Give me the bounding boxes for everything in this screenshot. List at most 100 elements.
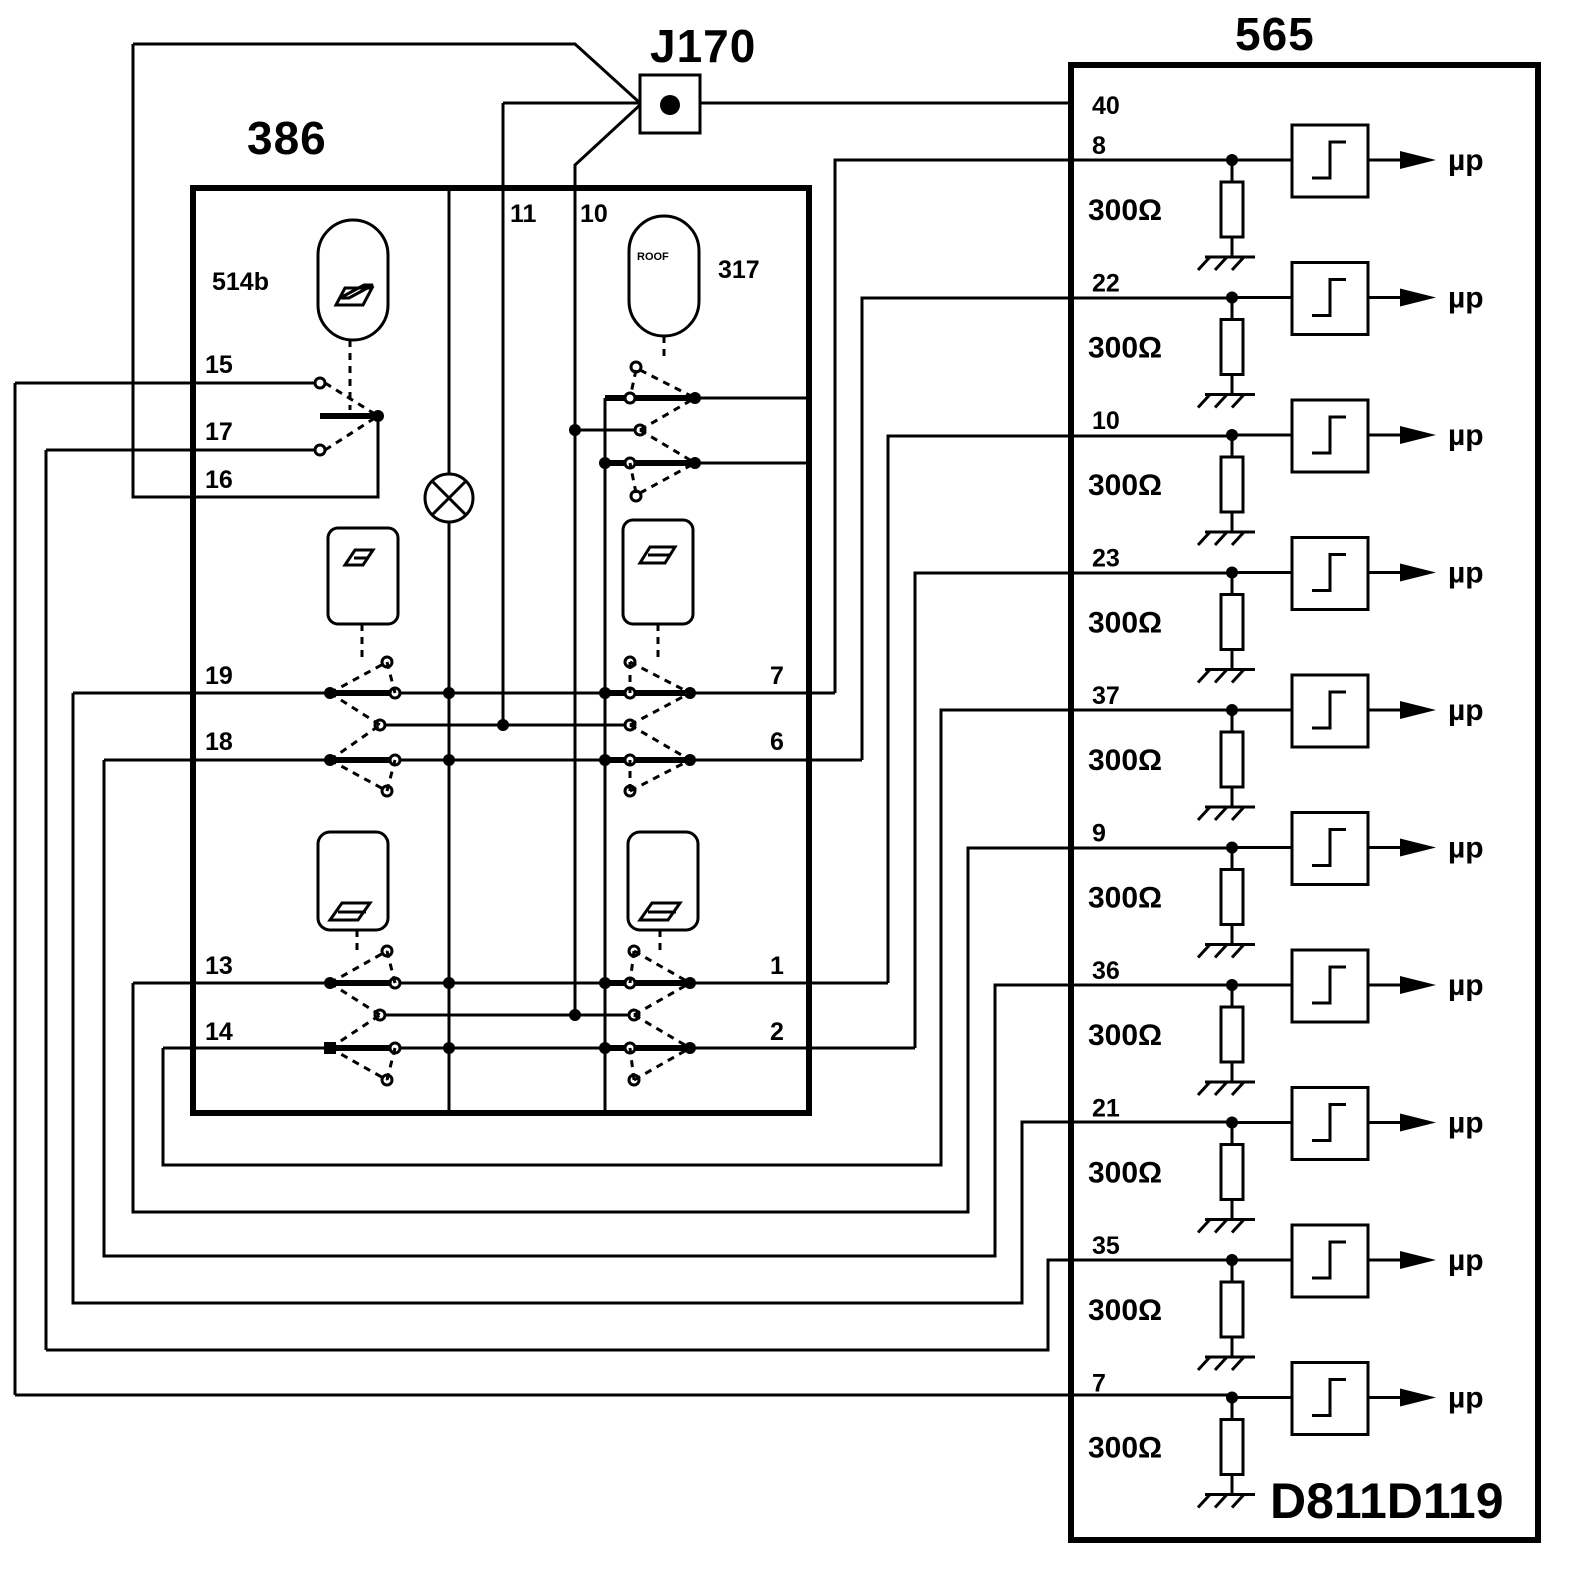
arrow-icon bbox=[1400, 1251, 1436, 1269]
schmitt-trigger-icon bbox=[1290, 948, 1370, 1024]
resistor-icon bbox=[1219, 455, 1245, 514]
microprocessor-output-label: µp bbox=[1448, 144, 1484, 177]
resistor-value-label: 300Ω bbox=[1088, 744, 1162, 777]
channel-pin-label: 10 bbox=[1092, 407, 1120, 435]
microprocessor-output-label: µp bbox=[1448, 1244, 1484, 1277]
pin-19: 19 bbox=[205, 662, 233, 690]
channel-pin-label: 23 bbox=[1092, 545, 1120, 573]
window-switch-icon bbox=[621, 518, 695, 626]
ground-icon bbox=[1196, 530, 1255, 547]
resistor-icon bbox=[1219, 1418, 1245, 1476]
resistor-icon bbox=[1219, 868, 1245, 926]
front-switch-contacts bbox=[73, 655, 862, 798]
ground-icon bbox=[1196, 1355, 1255, 1372]
microprocessor-output-label: µp bbox=[1448, 969, 1484, 1002]
resistor-value-label: 300Ω bbox=[1088, 332, 1162, 365]
microprocessor-output-label: µp bbox=[1448, 282, 1484, 315]
pin-7-left: 7 bbox=[770, 662, 784, 690]
input-channel: 22 300Ω µp bbox=[1088, 261, 1484, 409]
schmitt-trigger-icon bbox=[1290, 261, 1370, 336]
switch-module-box bbox=[190, 185, 812, 1116]
resistor-icon bbox=[1219, 593, 1245, 651]
arrow-icon bbox=[1400, 426, 1436, 444]
channel-pin-label: 7 bbox=[1092, 1370, 1106, 1398]
harness-wires bbox=[15, 158, 1232, 1397]
ground-icon bbox=[1196, 668, 1255, 684]
resistor-icon bbox=[1219, 1005, 1245, 1064]
ground-icon bbox=[1196, 1080, 1255, 1097]
resistor-value-label: 300Ω bbox=[1088, 1294, 1162, 1327]
schmitt-trigger-icon bbox=[1290, 398, 1370, 474]
arrow-icon bbox=[1400, 976, 1436, 994]
channel-pin-label: 35 bbox=[1092, 1232, 1120, 1260]
ground-icon bbox=[1196, 943, 1255, 959]
pin-16: 16 bbox=[205, 466, 233, 494]
microprocessor-output-label: µp bbox=[1448, 419, 1484, 452]
ground-icon bbox=[1196, 255, 1255, 272]
resistor-value-label: 300Ω bbox=[1088, 882, 1162, 915]
resistor-icon bbox=[1219, 1143, 1245, 1201]
control-unit-box bbox=[1068, 62, 1541, 1543]
resistor-value-label: 300Ω bbox=[1088, 194, 1162, 227]
part-code-label: D811D119 bbox=[1270, 1473, 1504, 1529]
arrow-icon bbox=[1400, 563, 1436, 582]
microprocessor-output-label: µp bbox=[1448, 832, 1484, 865]
schmitt-trigger-icon bbox=[1290, 123, 1370, 199]
schmitt-trigger-icon bbox=[1290, 1086, 1370, 1161]
supply-pin-11: 11 bbox=[510, 200, 537, 228]
channel-pin-label: 9 bbox=[1092, 820, 1106, 848]
rear-switch-contacts bbox=[133, 944, 915, 1087]
ground-icon bbox=[1196, 805, 1255, 822]
input-channel: 8 300Ω µp bbox=[1088, 123, 1484, 272]
channel-pin-label: 36 bbox=[1092, 957, 1120, 985]
microprocessor-output-label: µp bbox=[1448, 557, 1484, 590]
channel-pin-label: 37 bbox=[1092, 682, 1120, 710]
schmitt-trigger-icon bbox=[1290, 673, 1370, 749]
pin-6: 6 bbox=[770, 728, 784, 756]
pin-17: 17 bbox=[205, 418, 233, 446]
resistor-value-label: 300Ω bbox=[1088, 1019, 1162, 1052]
schmitt-trigger-icon bbox=[1290, 811, 1370, 886]
arrow-icon bbox=[1400, 838, 1436, 857]
channel-pin-label: 8 bbox=[1092, 132, 1106, 160]
pin-18: 18 bbox=[205, 728, 233, 756]
roof-switch-icon bbox=[627, 214, 701, 338]
resistor-icon bbox=[1219, 318, 1245, 376]
channel-pin-label: 22 bbox=[1092, 270, 1120, 298]
microprocessor-output-label: µp bbox=[1448, 1107, 1484, 1140]
input-channel: 36 300Ω µp bbox=[1088, 948, 1484, 1097]
arrow-icon bbox=[1400, 288, 1436, 307]
switch-317-label: 317 bbox=[718, 256, 760, 284]
ground-icon bbox=[1196, 1218, 1255, 1234]
window-switch-icon bbox=[316, 218, 390, 342]
pin-15: 15 bbox=[205, 351, 233, 379]
j170-pin-dot bbox=[660, 95, 680, 115]
pin-14: 14 bbox=[205, 1018, 233, 1046]
pin-13: 13 bbox=[205, 952, 233, 980]
resistor-value-label: 300Ω bbox=[1088, 607, 1162, 640]
input-channel: 7 300Ω µp bbox=[1088, 1361, 1484, 1509]
switch-514b-label: 514b bbox=[212, 268, 269, 296]
j170-label: J170 bbox=[650, 20, 756, 72]
arrow-icon bbox=[1400, 1113, 1436, 1132]
window-switch-icon bbox=[316, 830, 390, 932]
schmitt-trigger-icon bbox=[1290, 536, 1370, 611]
ground-icon bbox=[1196, 1493, 1255, 1509]
roof-legend: ROOF bbox=[637, 251, 669, 263]
ground-icon bbox=[1196, 393, 1255, 409]
channel-pin-label: 21 bbox=[1092, 1095, 1120, 1123]
input-channel: 23 300Ω µp bbox=[1088, 536, 1484, 684]
schmitt-trigger-icon bbox=[1290, 1361, 1370, 1436]
microprocessor-output-label: µp bbox=[1448, 1382, 1484, 1415]
resistor-value-label: 300Ω bbox=[1088, 1432, 1162, 1465]
arrow-icon bbox=[1400, 1388, 1436, 1407]
microprocessor-output-label: µp bbox=[1448, 694, 1484, 727]
input-channel: 35 300Ω µp bbox=[1088, 1223, 1484, 1372]
lamp-cross-icon bbox=[423, 472, 475, 524]
input-channel: 9 300Ω µp bbox=[1088, 811, 1484, 959]
resistor-icon bbox=[1219, 730, 1245, 789]
input-channels: 8300Ωµp22300Ωµp10300Ωµp23300Ωµp37300Ωµp9… bbox=[1088, 123, 1484, 1509]
